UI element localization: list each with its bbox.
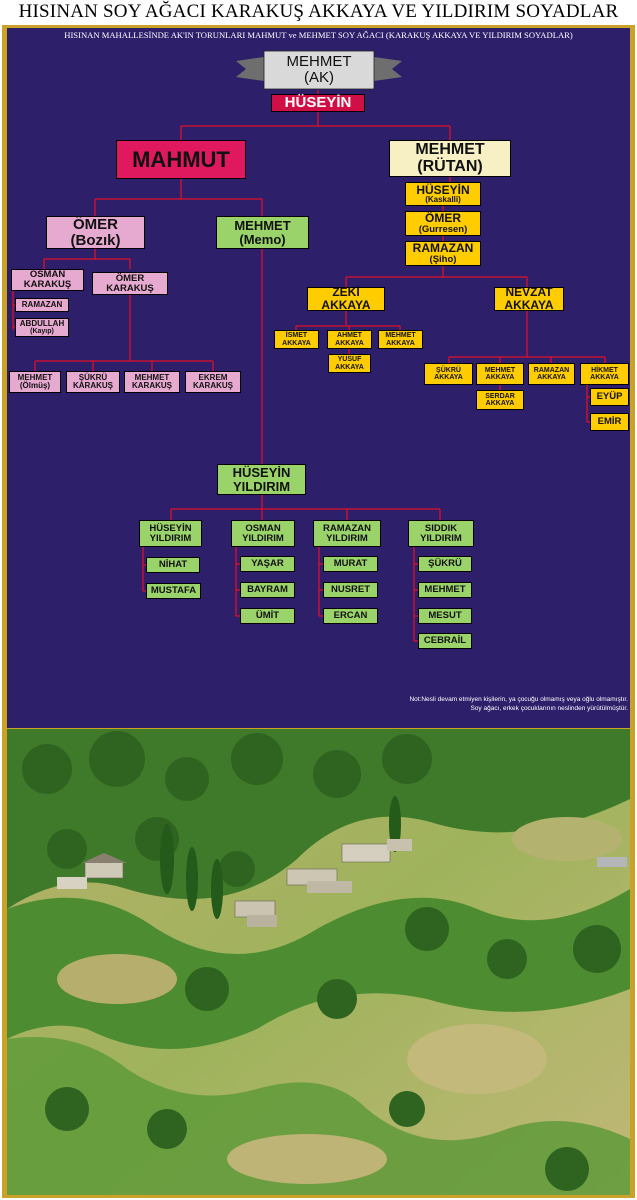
root-node: MEHMET(AK): [286, 53, 352, 86]
node-eyup: EYÜP: [590, 388, 629, 406]
tree-subtitle: HISINAN MAHALLESİNDE AK'IN TORUNLARI MAH…: [64, 30, 573, 40]
footnote: Not:Nesli devam etmiyen kişilerin, ya ço…: [409, 696, 628, 712]
node-huseyin-root: HÜSEYİN: [271, 94, 365, 112]
tree-connectors: [12, 90, 606, 642]
node-bayram: BAYRAM: [240, 582, 295, 598]
node-mehmet-olmus: MEHMET(Ölmüş): [9, 371, 61, 393]
node-cebrail: CEBRAİL: [418, 633, 472, 649]
village-photo: [7, 729, 630, 1195]
node-huseyin-kaskalli: HÜSEYİN(Kaskalli): [405, 182, 481, 206]
node-mehmet-yildirim: MEHMET: [418, 582, 472, 598]
node-sukru-yildirim: ŞÜKRÜ: [418, 556, 472, 572]
node-yasar: YAŞAR: [240, 556, 295, 572]
node-mehmet-memo: MEHMET(Memo): [216, 216, 309, 249]
node-murat: MURAT: [323, 556, 378, 572]
node-mesut: MESUT: [418, 608, 472, 624]
node-omer-bozik: ÖMER(Bozık): [46, 216, 145, 249]
node-mustafa: MUSTAFA: [146, 583, 201, 599]
node-mahmut: MAHMUT: [116, 140, 246, 179]
page-title: HISINAN SOY AĞACI KARAKUŞ AKKAYA VE YILD…: [18, 1, 619, 22]
node-nihat: NİHAT: [146, 557, 200, 573]
node-omer-gurresen: ÖMER(Gurresen): [405, 211, 481, 236]
root-banner: [236, 47, 402, 97]
village-hillside-image: [7, 729, 630, 1195]
node-emir: EMİR: [590, 413, 629, 431]
node-ramazan-osman: RAMAZAN: [15, 298, 69, 312]
node-mehmet-rutan: MEHMET(RÜTAN): [389, 140, 511, 177]
ribbon-icon: [236, 50, 402, 90]
node-umit: ÜMİT: [240, 608, 295, 624]
node-abdullah-kayip: ABDULLAH(Kayıp): [15, 318, 69, 337]
node-ercan: ERCAN: [323, 608, 378, 624]
node-ramazan-siho: RAMAZAN(Şiho): [405, 241, 481, 266]
node-nusret: NUSRET: [323, 582, 378, 598]
